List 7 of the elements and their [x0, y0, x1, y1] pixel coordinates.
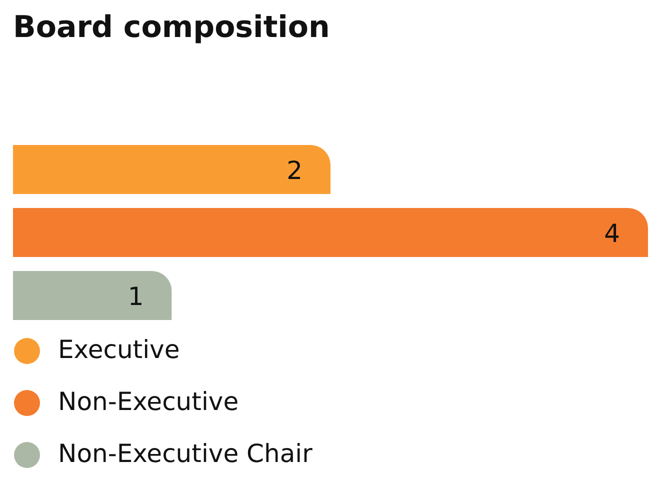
chart-title: Board composition — [13, 10, 330, 45]
legend-label: Executive — [58, 334, 180, 366]
legend-label: Non-Executive Chair — [58, 438, 312, 470]
value-label: 1 — [128, 282, 144, 311]
legend-label: Non-Executive — [58, 386, 239, 418]
value-label: 4 — [604, 219, 620, 248]
value-label: 2 — [286, 156, 302, 185]
